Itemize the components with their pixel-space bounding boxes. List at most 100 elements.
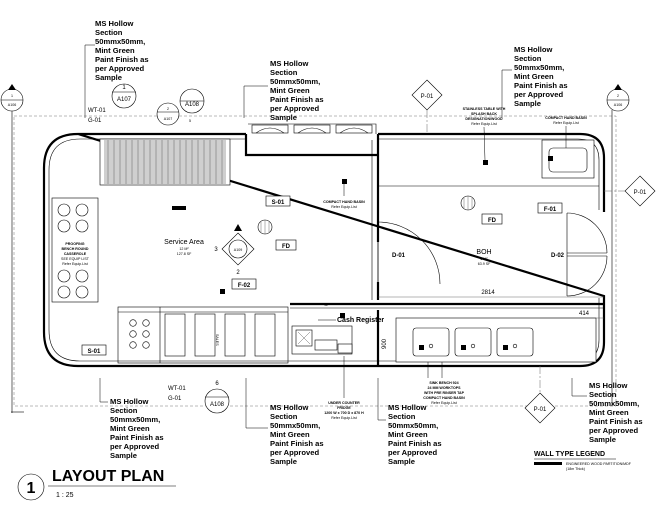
svg-text:1200 W x 700 D x 870 H: 1200 W x 700 D x 870 H	[324, 411, 364, 415]
svg-text:COMPACT HAND BASIN: COMPACT HAND BASIN	[423, 396, 465, 400]
room-service-area: Service Area 12 M² 127.8 SF	[164, 239, 204, 256]
svg-text:Mint Green: Mint Green	[514, 72, 554, 81]
svg-text:UNDER COUNTER: UNDER COUNTER	[328, 401, 360, 405]
svg-text:MS Hollow: MS Hollow	[95, 19, 133, 28]
dimension-2814: 2814	[378, 290, 604, 298]
svg-text:WALL TYPE LEGEND: WALL TYPE LEGEND	[534, 451, 605, 458]
svg-text:1: 1	[27, 480, 36, 497]
svg-text:Section: Section	[270, 68, 298, 77]
svg-text:Section: Section	[270, 412, 298, 421]
burner-grid	[129, 319, 150, 349]
svg-text:Paint Finish as: Paint Finish as	[514, 81, 568, 90]
tag-s01-top: S-01	[265, 195, 291, 207]
proofing-note: PROOFING BENCH ROUND CASSEROLE SEE EQUIP…	[61, 242, 90, 266]
svg-text:12 M²: 12 M²	[179, 247, 189, 251]
ms-note-top-mid: MS Hollow Section 50mmx50mm, Mint Green …	[243, 59, 324, 122]
door-d02	[566, 212, 608, 297]
hand-basin-top	[541, 139, 595, 179]
room-boh: BOH 6 M² 63.9 SF	[476, 249, 491, 266]
svg-text:50mmx50mm,: 50mmx50mm,	[589, 399, 639, 408]
svg-text:Refer Equip.List: Refer Equip.List	[62, 262, 88, 266]
drawing-title-block: 1 LAYOUT PLAN 1 : 25	[17, 468, 176, 501]
svg-text:Mint Green: Mint Green	[95, 46, 135, 55]
dimension-900: 900	[382, 338, 388, 349]
svg-text:6: 6	[215, 381, 219, 387]
svg-text:MS Hollow: MS Hollow	[589, 381, 627, 390]
svg-text:WITH PRE RINSER TAP: WITH PRE RINSER TAP	[424, 391, 465, 395]
ventilation-grate	[99, 138, 231, 186]
svg-text:COMPACT HAND BASIN: COMPACT HAND BASIN	[545, 116, 587, 120]
marker-stainless	[483, 160, 488, 165]
svg-text:G-01: G-01	[168, 396, 182, 402]
svg-text:SEE EQUIP LIST: SEE EQUIP LIST	[61, 257, 90, 261]
grid-bubble-p01-top: P-01	[411, 79, 443, 134]
svg-text:50mmx50mm,: 50mmx50mm,	[270, 421, 320, 430]
svg-text:Sample: Sample	[270, 113, 297, 122]
svg-text:MS Hollow: MS Hollow	[388, 403, 426, 412]
svg-text:A106: A106	[614, 103, 622, 107]
grid-bubble-p01-bottom: P-01	[524, 366, 556, 424]
svg-text:A107: A107	[164, 117, 172, 121]
svg-text:WT-01: WT-01	[168, 386, 186, 392]
svg-text:Refer Equip.List: Refer Equip.List	[553, 121, 579, 125]
black-tag	[172, 206, 186, 210]
svg-text:FD: FD	[282, 244, 291, 250]
svg-text:F-01: F-01	[544, 207, 557, 213]
svg-text:Section: Section	[388, 412, 416, 421]
svg-text:1 : 25: 1 : 25	[56, 492, 74, 499]
svg-text:Section: Section	[95, 28, 123, 37]
svg-text:MS Hollow: MS Hollow	[110, 397, 148, 406]
service-counter	[117, 306, 289, 364]
floor-drain-2	[460, 195, 476, 211]
svg-text:WT-01: WT-01	[88, 108, 106, 114]
svg-text:5: 5	[189, 119, 191, 123]
svg-text:50mmx50mm,: 50mmx50mm,	[514, 63, 564, 72]
svg-text:S-01: S-01	[88, 349, 101, 355]
dimension-414: 414	[540, 311, 604, 319]
sales-label: SALES	[215, 334, 219, 346]
svg-text:1: 1	[122, 85, 126, 91]
ms-note-bottom-mid-right: MS Hollow Section 50mmx50mm, Mint Green …	[377, 378, 442, 466]
svg-text:P-01: P-01	[421, 94, 434, 100]
svg-text:per Approved: per Approved	[270, 448, 319, 457]
svg-text:Paint Finish as: Paint Finish as	[110, 433, 164, 442]
svg-text:S-01: S-01	[272, 200, 285, 206]
svg-text:COMPACT HAND BASIN: COMPACT HAND BASIN	[323, 200, 365, 204]
svg-text:Section: Section	[514, 54, 542, 63]
upper-display-wall	[244, 134, 378, 157]
sink-bench	[395, 317, 597, 363]
section-ref-a109: A109 3 2	[214, 224, 255, 276]
section-ref-a108-bottom: 6 A108	[204, 381, 230, 414]
door-d01	[377, 221, 441, 285]
ms-note-bottom-right: MS Hollow Section 50mmx50mm, Mint Green …	[571, 378, 643, 444]
svg-text:PROOFING: PROOFING	[65, 242, 84, 246]
svg-text:50mmx50mm,: 50mmx50mm,	[110, 415, 160, 424]
svg-text:Refer Equip.List: Refer Equip.List	[431, 401, 457, 405]
svg-text:Sample: Sample	[388, 457, 415, 466]
note-sink-bench: SINK BENCH 924 24 MM WORKTOPS WITH PRE R…	[423, 362, 465, 405]
ms-note-top-left: MS Hollow Section 50mmx50mm, Mint Green …	[84, 19, 149, 118]
svg-text:Mint Green: Mint Green	[388, 430, 428, 439]
svg-text:Paint Finish as: Paint Finish as	[589, 417, 643, 426]
svg-text:per Approved: per Approved	[388, 448, 437, 457]
svg-text:A106: A106	[8, 103, 16, 107]
svg-text:3: 3	[214, 247, 218, 253]
svg-text:50mmx50mm,: 50mmx50mm,	[95, 37, 145, 46]
tag-fd-boh: FD	[481, 213, 503, 225]
marker-basin-mid	[342, 179, 347, 184]
svg-text:G-01: G-01	[88, 118, 102, 124]
ms-note-bottom-left: MS Hollow Section 50mmx50mm, Mint Green …	[99, 378, 164, 460]
tag-fd-service: FD	[275, 239, 297, 251]
svg-text:Mint Green: Mint Green	[270, 430, 310, 439]
svg-text:Paint Finish as: Paint Finish as	[270, 95, 324, 104]
svg-text:per Approved: per Approved	[270, 104, 319, 113]
outer-wall	[42, 132, 606, 368]
svg-text:414: 414	[579, 311, 590, 317]
svg-text:Paint Finish as: Paint Finish as	[388, 439, 442, 448]
note-hand-basin-top: COMPACT HAND BASIN Refer Equip.List	[545, 116, 587, 148]
site-boundary	[13, 115, 617, 407]
svg-text:Refer Equip.List: Refer Equip.List	[331, 205, 357, 209]
svg-text:DESIGNATION/WOOD: DESIGNATION/WOOD	[465, 117, 503, 121]
svg-text:SINK BENCH 924: SINK BENCH 924	[429, 381, 458, 385]
